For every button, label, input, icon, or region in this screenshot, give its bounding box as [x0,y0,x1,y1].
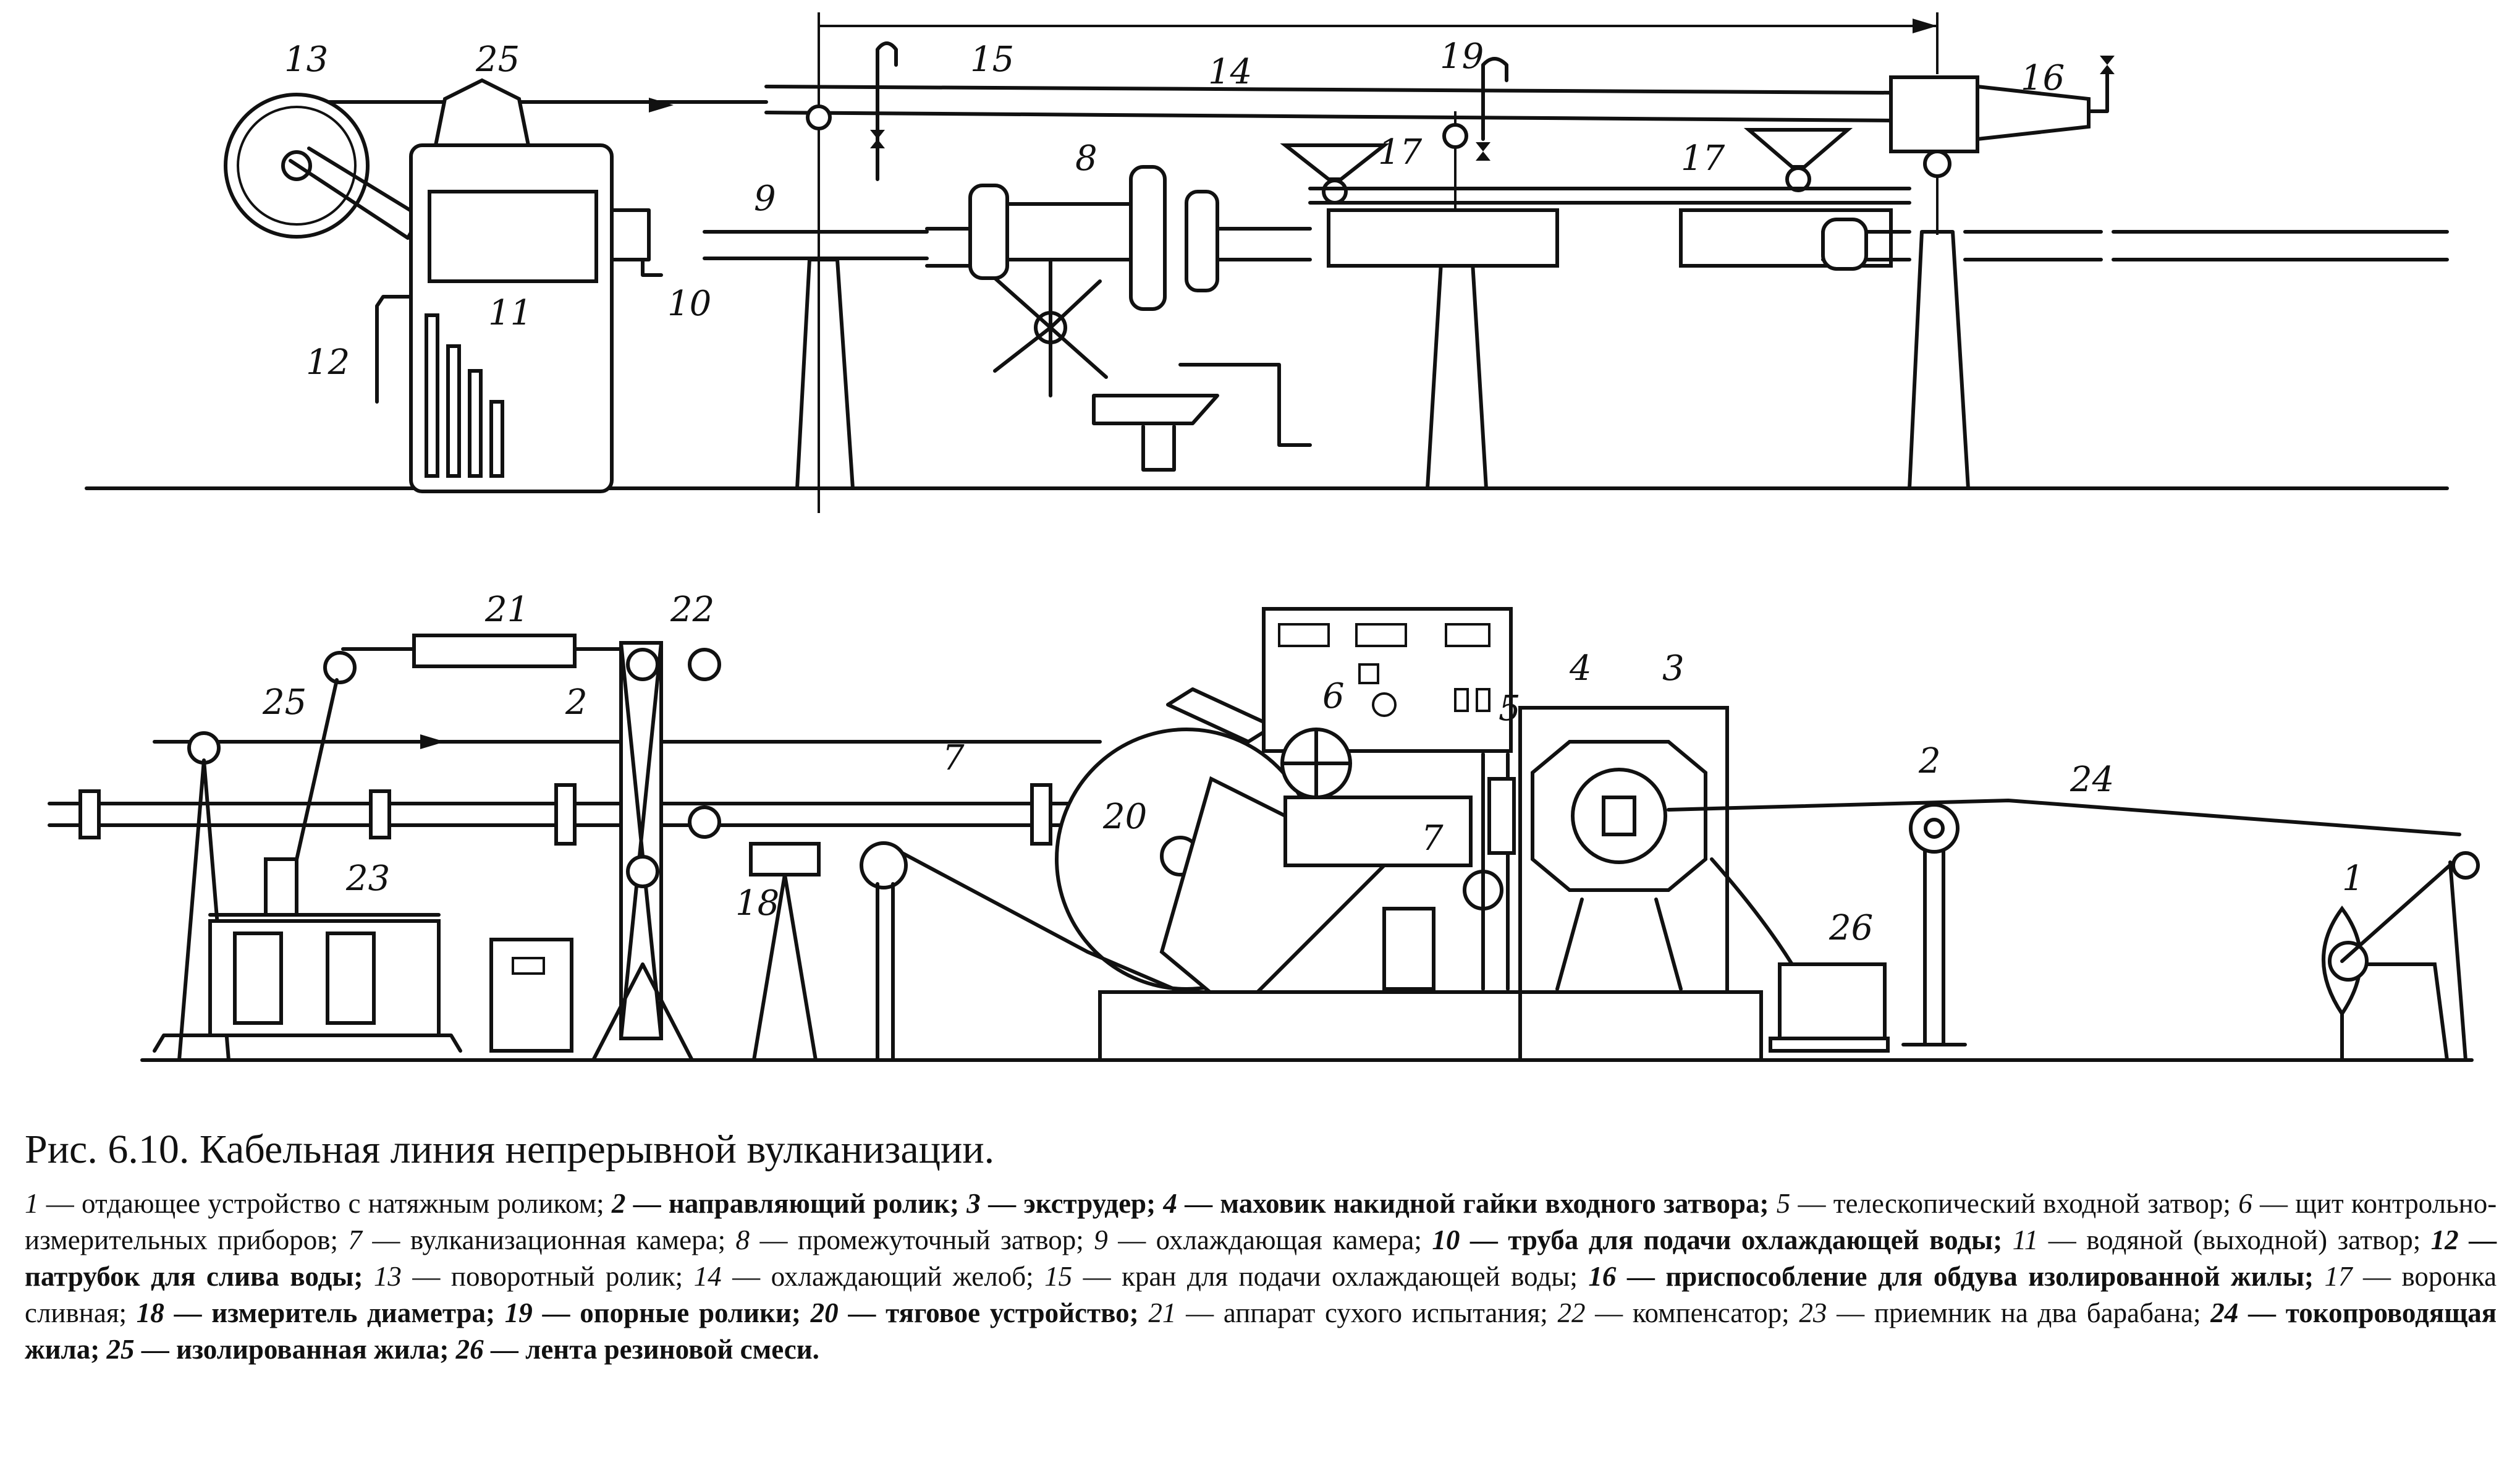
label-11: 11 [488,293,532,333]
legend-entry-13: 13 — поворотный ролик; [373,1261,683,1292]
legend-entry-26: 26 — лента резиновой смеси. [455,1334,819,1365]
label-8: 8 [1075,138,1097,179]
legend-entry-18: 18 — измеритель диаметра; [136,1297,496,1328]
legend-entry-4: 4 — маховик накидной гайки входного затв… [1163,1188,1769,1219]
legend-entry-11: 11 — водяной (выходной) затвор; [2012,1224,2421,1255]
legend-entry-10: 10 — труба для подачи охлаждающей воды; [1432,1224,2003,1255]
label-1: 1 [2342,859,2364,899]
diameter-meter [749,842,821,1062]
control-panel [1262,607,1513,867]
label-2-right: 2 [1918,741,1941,781]
intermediate-seal [925,165,1312,472]
bottom-assembly [48,607,2480,1062]
legend-entry-1: 1 — отдающее устройство с натяжным ролик… [25,1188,604,1219]
label-22: 22 [670,590,714,630]
label-3: 3 [1662,648,1685,689]
label-17-a: 17 [1378,132,1423,172]
label-16: 16 [2021,58,2065,98]
label-25-bottom: 25 [262,682,307,723]
water-seal [409,78,663,493]
legend-entry-9: 9 — охлаждающая камера; [1094,1224,1422,1255]
dry-tester [282,634,651,917]
label-20: 20 [1102,797,1147,837]
take-up-drums [153,857,462,1053]
support-stand-left [795,104,855,490]
label-14: 14 [1208,52,1252,92]
label-21: 21 [484,590,529,630]
label-24: 24 [2070,760,2114,800]
label-15: 15 [970,40,1014,80]
legend-entry-3: 3 — экструдер; [966,1188,1156,1219]
legend-entry-20: 20 — тяговое устройство; [810,1297,1139,1328]
legend-entry-7: 7 — вулканизационная камера; [348,1224,726,1255]
payoff [2322,851,2480,1062]
legend-entry-8: 8 — промежуточный затвор; [735,1224,1084,1255]
label-19: 19 [1440,36,1484,77]
figure-legend: 1 — отдающее устройство с натяжным ролик… [25,1186,2497,1368]
compensator [591,641,721,1062]
label-12: 12 [306,342,350,383]
figure-caption: Рис. 6.10. Кабельная линия непрерывной в… [25,1127,995,1172]
label-7-right: 7 [1421,818,1444,859]
legend-entry-21: 21 — аппарат сухого испытания; [1148,1297,1548,1328]
cable-line-diagram: 13 25 15 14 19 16 8 17 17 9 11 10 12 21 … [48,12,2480,1062]
support-stand-mid [1426,111,1488,490]
label-9: 9 [754,179,776,219]
label-25-top: 25 [475,40,520,80]
labels-bottom: 21 22 25 2 7 6 5 4 3 20 7 23 18 2 24 1 2… [262,590,2364,948]
legend-entry-22: 22 — компенсатор; [1557,1297,1790,1328]
support-stand-right [1908,148,1970,490]
top-assembly [85,12,2449,513]
label-13: 13 [284,40,328,80]
extruder [1518,706,1763,1062]
legend-entry-2: 2 — направляющий ролик; [611,1188,960,1219]
legend-entry-24: 24 — токопроводящая жила; [25,1297,2497,1365]
legend-entry-23: 23 — приемник на два барабана; [1799,1297,2201,1328]
labels-top: 13 25 15 14 19 16 8 17 17 9 11 10 12 [284,36,2065,383]
legend-entry-19: 19 — опорные ролики; [504,1297,801,1328]
label-23: 23 [345,859,390,899]
label-18: 18 [735,883,779,923]
label-26: 26 [1829,908,1873,948]
label-2-left: 2 [565,682,588,723]
legend-entry-15: 15 — кран для подачи охлаждающей воды; [1044,1261,1578,1292]
label-10: 10 [667,284,711,324]
turning-roller [224,93,422,240]
legend-entry-17: 17 — воронка сливная; [25,1261,2497,1328]
legend-entry-25: 25 — изолированная жила; [106,1334,449,1365]
legend-entry-6: 6 — щит контрольно-измерительных приборо… [25,1188,2497,1255]
legend-entry-12: 12 — патрубок для слива воды; [25,1224,2497,1292]
legend-entry-5: 5 — телескопический входной затвор; [1776,1188,2231,1219]
label-7-left: 7 [942,738,965,778]
label-17-b: 17 [1681,138,1725,179]
blower [1889,56,2115,153]
label-4: 4 [1569,648,1592,689]
label-5: 5 [1499,689,1521,729]
label-6: 6 [1322,676,1345,716]
legend-entry-14: 14 — охлаждающий желоб; [693,1261,1034,1292]
legend-entry-16: 16 — приспособление для обдува изолирова… [1588,1261,2314,1292]
